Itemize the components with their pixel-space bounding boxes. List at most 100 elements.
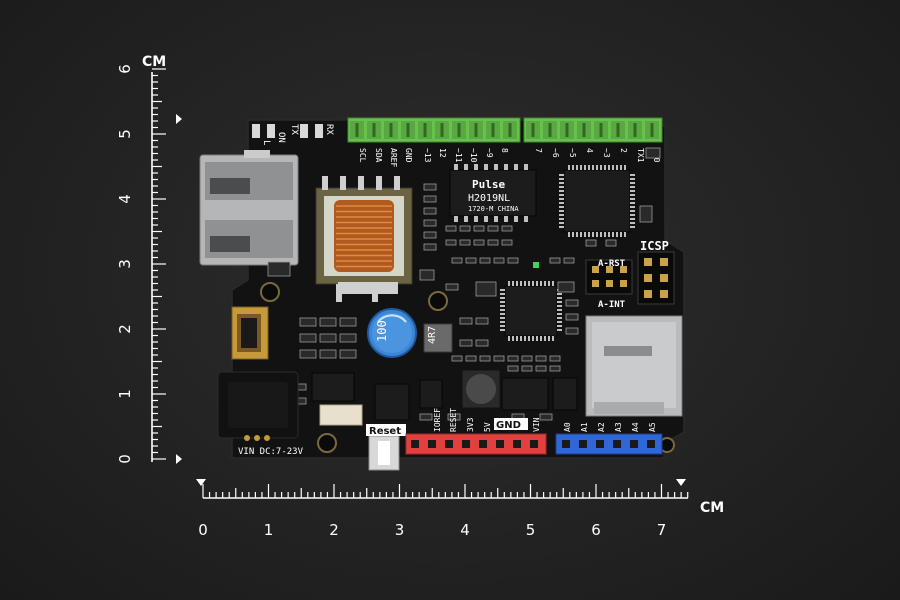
chip-pin	[500, 301, 505, 303]
icsp-header	[637, 251, 675, 305]
buffer-chip	[501, 377, 549, 411]
chip-pin	[557, 321, 562, 323]
header-pin	[592, 280, 599, 287]
smd-component	[557, 281, 575, 293]
smd-component	[549, 355, 561, 362]
chip-pin	[612, 232, 614, 237]
smd-component	[445, 239, 457, 246]
chip-pin	[559, 194, 564, 196]
horizontal-tick-label: 3	[395, 521, 405, 539]
terminal-slot	[474, 123, 478, 137]
smd-component	[419, 413, 433, 421]
chip-pin	[500, 309, 505, 311]
smd-component	[319, 349, 337, 359]
smd-components	[267, 147, 661, 421]
chip-pin	[516, 281, 518, 286]
terminal-slot	[389, 123, 393, 137]
chip-pin	[559, 174, 564, 176]
digital-pin-label: 4	[585, 148, 594, 153]
smd-component	[605, 239, 617, 247]
smd-component	[319, 333, 337, 343]
terminal-slot	[440, 123, 444, 137]
chip-pin	[552, 281, 554, 286]
buffer-chip	[552, 377, 578, 411]
chip-pin	[630, 186, 635, 188]
digital-pin-label: 8	[500, 148, 509, 153]
smd-component	[535, 355, 547, 362]
header-socket	[496, 440, 504, 448]
chip-pin	[528, 281, 530, 286]
header-socket	[428, 440, 436, 448]
terminal-slot	[616, 123, 620, 137]
smd-component	[475, 281, 497, 297]
smd-component	[451, 257, 463, 264]
smd-component	[475, 339, 489, 347]
chip-pin	[616, 165, 618, 170]
power-pin-label: IOREF	[433, 408, 442, 432]
smd-component	[459, 239, 471, 246]
terminal-slot	[423, 123, 427, 137]
chip-pin	[630, 190, 635, 192]
chip-pin	[559, 190, 564, 192]
smd-component	[423, 219, 437, 227]
chip-pin	[557, 329, 562, 331]
chip-pin	[584, 165, 586, 170]
ruler-marker-bottom	[176, 454, 182, 464]
smd-component	[299, 317, 317, 327]
led-label-rx: RX	[324, 124, 334, 135]
smd-component	[339, 349, 357, 359]
vin-label: VIN DC:7-23V	[238, 447, 304, 457]
header-pin	[660, 290, 668, 298]
vertical-tick-label: 2	[116, 324, 134, 334]
chip-pin	[500, 305, 505, 307]
chip-pin	[630, 210, 635, 212]
chip-pin	[604, 165, 606, 170]
terminal-slot	[508, 123, 512, 137]
mounting-hole	[260, 282, 280, 302]
microcontroller-chip	[559, 165, 635, 237]
horizontal-tick-label: 4	[460, 521, 470, 539]
header-pin	[660, 258, 668, 266]
chip-pin	[548, 281, 550, 286]
green-terminal-block-left	[347, 117, 521, 143]
chip-pin	[559, 178, 564, 180]
pulse-brand: Pulse	[472, 178, 505, 191]
chip-pin	[500, 313, 505, 315]
chip-pin	[520, 336, 522, 341]
smd-component	[493, 355, 505, 362]
smd-component	[645, 147, 661, 159]
smd-component	[563, 257, 575, 264]
terminal-slot	[599, 123, 603, 137]
chip-pin	[568, 165, 570, 170]
smd-component	[475, 317, 489, 325]
dc-power-jack	[217, 371, 299, 439]
chip-pin	[557, 313, 562, 315]
vertical-tick-label: 0	[116, 454, 134, 464]
chip-pin	[616, 232, 618, 237]
chip-pin	[624, 165, 626, 170]
chip-pin	[559, 210, 564, 212]
vertical-tick-label: 6	[116, 64, 134, 74]
header-socket	[562, 440, 570, 448]
header-socket	[513, 440, 521, 448]
chip-pin	[520, 281, 522, 286]
horizontal-tick-label: 5	[526, 521, 536, 539]
chip-pin	[559, 222, 564, 224]
gnd-tag-plate	[494, 418, 528, 430]
smd-component	[493, 257, 505, 264]
chip-pin	[552, 336, 554, 341]
vertical-unit-label: CM	[142, 54, 166, 70]
chip-pin	[559, 186, 564, 188]
digital-pin-label: AREF	[389, 148, 398, 167]
led-label-l: L	[261, 140, 271, 145]
chip-pin	[559, 206, 564, 208]
chip-pin	[630, 202, 635, 204]
smd-component	[479, 355, 491, 362]
smd-component	[487, 239, 499, 246]
chip-pin	[608, 232, 610, 237]
chip-pin	[559, 202, 564, 204]
smd-component	[479, 257, 491, 264]
smd-component	[445, 283, 459, 291]
smd-component	[473, 239, 485, 246]
